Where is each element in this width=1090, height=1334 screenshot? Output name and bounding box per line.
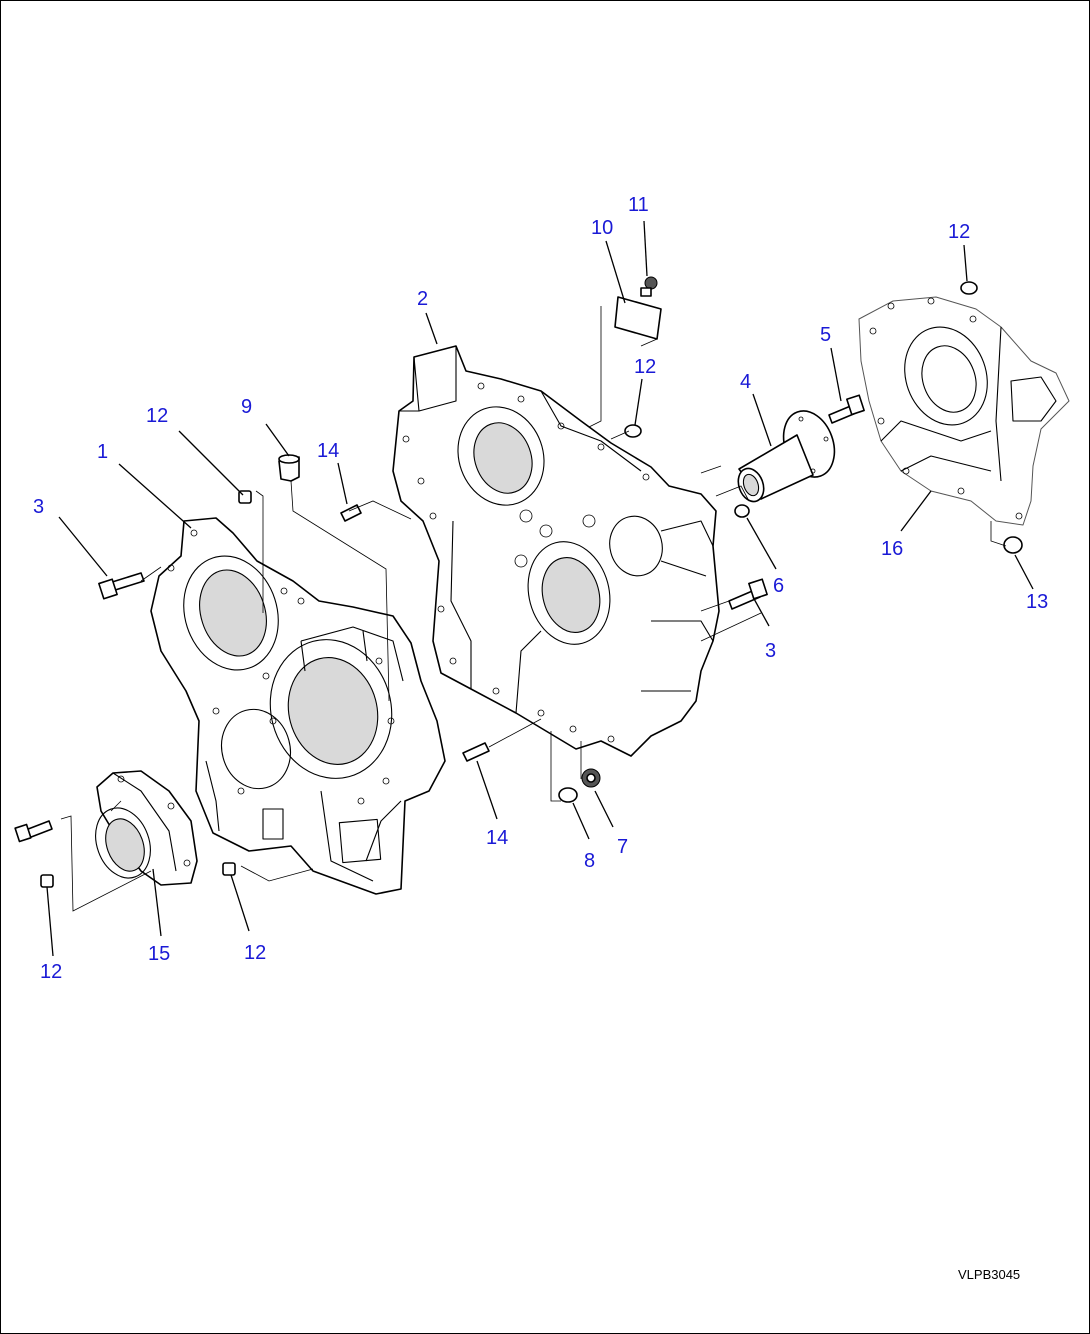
part-4-sleeve	[737, 410, 836, 503]
callout-12-d: 12	[244, 942, 266, 964]
plate-10	[614, 296, 662, 340]
dowel-14-lower	[462, 742, 490, 762]
plug-6	[734, 504, 750, 518]
plug-7	[581, 768, 601, 788]
plug-12-e	[40, 874, 54, 888]
plug-13	[1003, 536, 1023, 554]
part-16-rear-cover	[858, 296, 1070, 526]
plug-9	[278, 454, 300, 482]
part-2-main-case	[392, 345, 720, 757]
screw-11	[640, 276, 658, 297]
callout-14-lower: 14	[486, 827, 508, 849]
bolt-3-right	[728, 578, 768, 610]
callout-16: 16	[881, 538, 903, 560]
callout-8: 8	[584, 850, 595, 872]
callout-14-upper: 14	[317, 440, 339, 462]
callout-12-c: 12	[948, 221, 970, 243]
part-1-front-housing	[150, 517, 446, 895]
plug-12-b	[624, 424, 642, 438]
callout-1: 1	[97, 441, 108, 463]
callout-2: 2	[417, 288, 428, 310]
bolt-5	[828, 394, 865, 424]
assembly-guide-lines	[60, 306, 1007, 912]
callout-12-a: 12	[146, 405, 168, 427]
plug-12-c	[960, 281, 978, 295]
callout-labels: 1 2 3 3 4 5 6 7 8 9 10 11 12 12 12 12 12…	[33, 194, 1048, 983]
callout-9: 9	[241, 396, 252, 418]
callout-10: 10	[591, 217, 613, 239]
part-15-seal-cover	[95, 770, 198, 886]
callout-5: 5	[820, 324, 831, 346]
bolt-15-left	[14, 820, 53, 843]
callout-15: 15	[148, 943, 170, 965]
callout-7: 7	[617, 836, 628, 858]
callout-11: 11	[628, 194, 649, 216]
callout-3-left: 3	[33, 496, 44, 518]
callout-3-right: 3	[765, 640, 776, 662]
o-ring-8	[558, 787, 578, 803]
callout-13: 13	[1026, 591, 1048, 613]
callout-12-e: 12	[40, 961, 62, 983]
plug-12-d	[222, 862, 236, 876]
leader-lines	[46, 220, 1034, 957]
drawing-code: VLPB3045	[958, 1267, 1020, 1282]
callout-6: 6	[773, 575, 784, 597]
callout-12-b: 12	[634, 356, 656, 378]
callout-4: 4	[740, 371, 751, 393]
dowel-14-upper	[340, 504, 362, 522]
bolt-3-left	[98, 572, 145, 600]
